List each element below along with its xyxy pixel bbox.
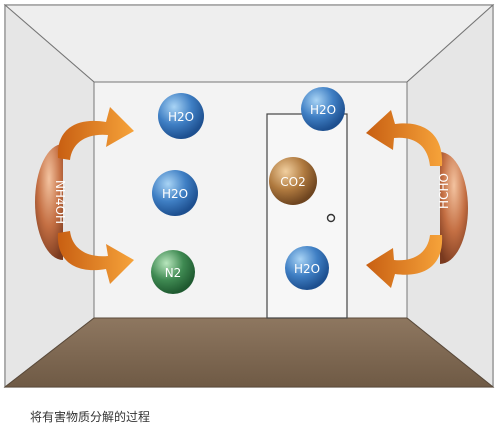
molecule-label: H2O bbox=[162, 187, 188, 201]
molecule-label: N2 bbox=[165, 266, 182, 280]
molecule-h2o-door-bottom: H2O bbox=[285, 246, 329, 290]
right-emitter-shape bbox=[440, 152, 468, 264]
molecule-sphere bbox=[152, 170, 198, 216]
molecule-label: H2O bbox=[168, 110, 194, 124]
molecule-sphere bbox=[285, 246, 329, 290]
molecule-n2-left-bottom: N2 bbox=[151, 250, 195, 294]
left-emitter-label: NH4OH bbox=[53, 180, 67, 224]
molecule-co2-door-mid: CO2 bbox=[269, 157, 317, 205]
molecule-sphere bbox=[151, 250, 195, 294]
right-emitter-label: HCHO bbox=[437, 173, 451, 209]
diagram-caption: 将有害物质分解的过程 bbox=[30, 410, 151, 424]
molecule-label: H2O bbox=[310, 103, 336, 117]
molecule-label: H2O bbox=[294, 262, 320, 276]
room bbox=[3, 3, 495, 389]
right-emitter-group: HCHO bbox=[366, 110, 468, 288]
molecule-h2o-left-mid: H2O bbox=[152, 170, 198, 216]
molecule-h2o-door-top: H2O bbox=[301, 87, 345, 131]
right-upper-arrow-icon bbox=[366, 110, 443, 166]
molecule-label: CO2 bbox=[280, 175, 305, 189]
left-emitter-group: NH4OH bbox=[35, 107, 134, 284]
molecule-sphere bbox=[158, 93, 204, 139]
molecule-sphere bbox=[269, 157, 317, 205]
door-knob-icon bbox=[326, 213, 336, 223]
left-emitter-shape bbox=[35, 144, 63, 260]
back-wall bbox=[93, 81, 408, 319]
right-lower-arrow-icon bbox=[366, 235, 443, 288]
left-upper-arrow-icon bbox=[57, 107, 134, 160]
left-lower-arrow-icon bbox=[57, 231, 134, 284]
molecule-h2o-left-top: H2O bbox=[158, 93, 204, 139]
molecule-sphere bbox=[301, 87, 345, 131]
